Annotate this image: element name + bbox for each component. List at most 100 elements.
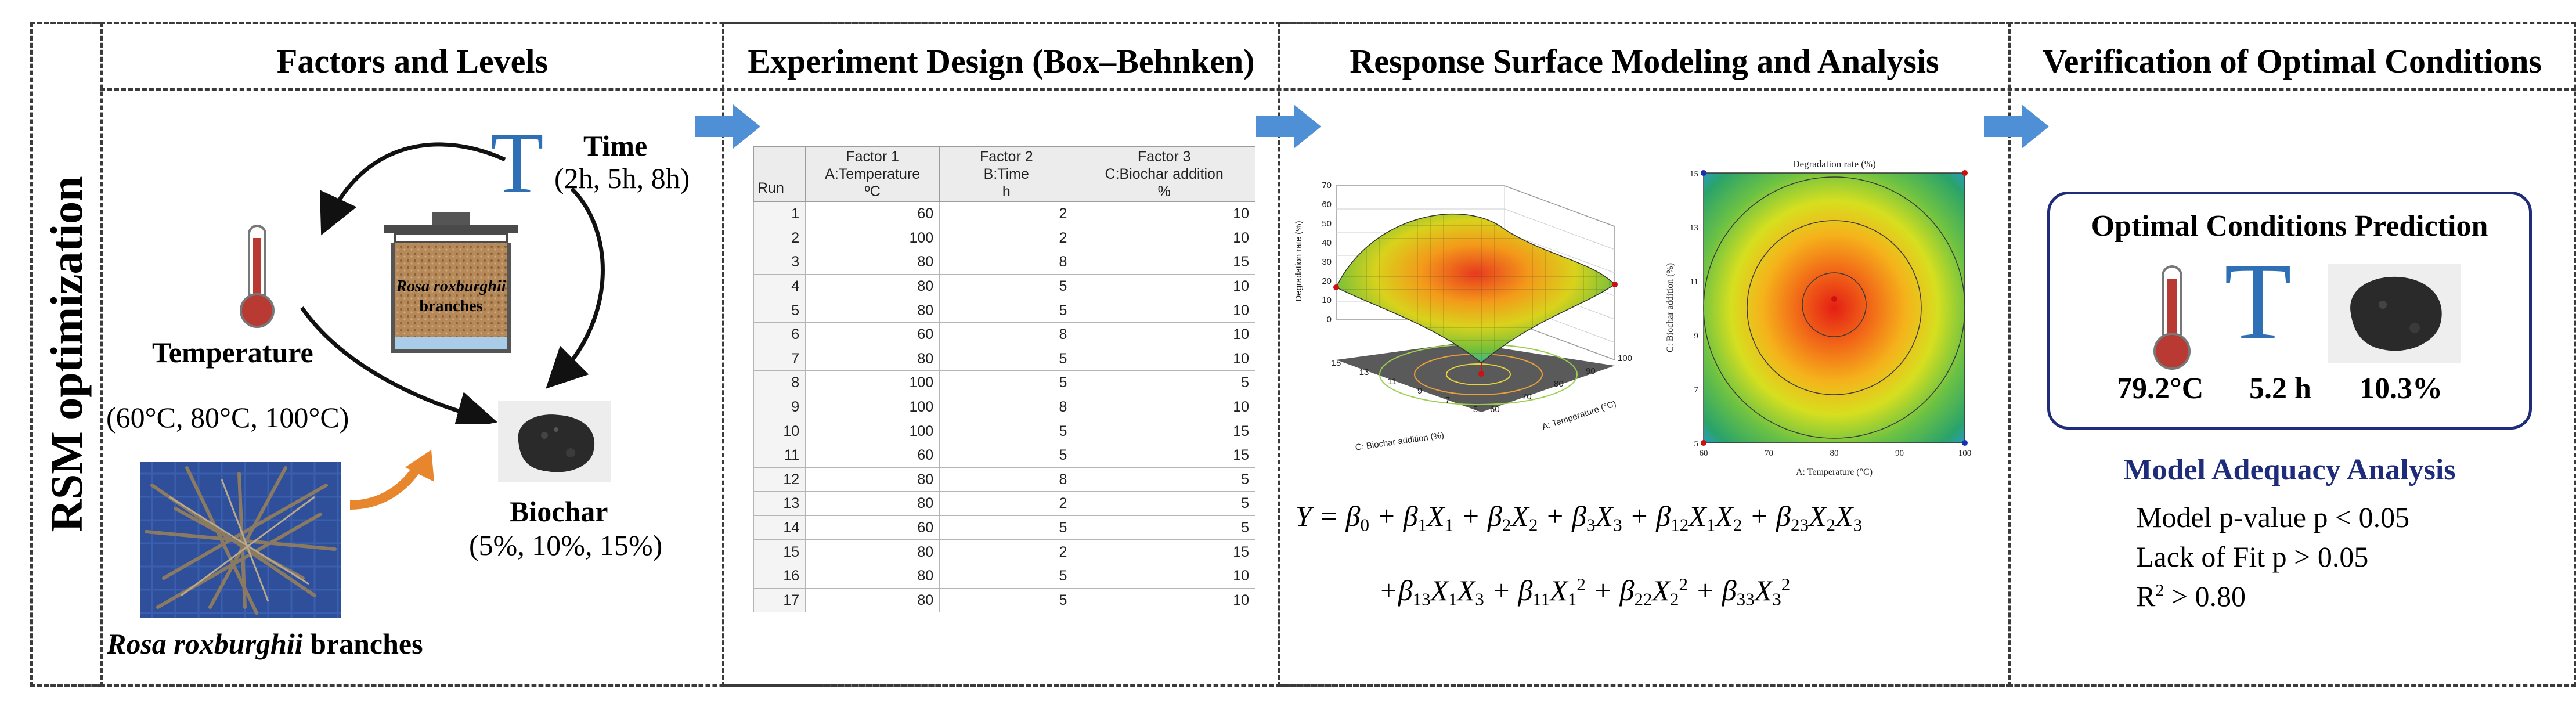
table-cell: 80: [805, 467, 940, 492]
flow-arrow-icon: [695, 104, 760, 149]
branches-caption-italic: Rosa roxburghii: [107, 627, 303, 660]
optimal-box-title: Optimal Conditions Prediction: [2091, 210, 2488, 243]
vessel-label-2: branches: [419, 297, 483, 315]
contour-title: Degradation rate (%): [1792, 158, 1875, 169]
header-factor3: Factor 3 C:Biochar addition %: [1073, 146, 1255, 202]
table-cell: 10: [1073, 201, 1255, 226]
surface-x-tick: 11: [1387, 377, 1397, 387]
run-cell: 11: [753, 442, 806, 468]
flow-arrow-icon: [1256, 104, 1321, 149]
table-cell: 100: [805, 370, 940, 395]
biochar-value: 10.3%: [2359, 372, 2442, 405]
vessel-label-1: Rosa roxburghii: [396, 277, 506, 295]
time-value: 5.2 h: [2249, 372, 2311, 405]
run-cell: 3: [753, 250, 806, 275]
surface-z-tick: 10: [1322, 295, 1332, 305]
biochar-levels: (5%, 10%, 15%): [469, 529, 663, 561]
time-levels: (2h, 5h, 8h): [554, 162, 690, 194]
design-table-wrapper: Run Factor 1 A:Temperature ºC Factor 2 B…: [753, 146, 1255, 613]
verify-title: Verification of Optimal Conditions: [2043, 42, 2542, 80]
surface-z-tick: 60: [1322, 200, 1332, 210]
table-cell: 8: [939, 250, 1074, 275]
surface-x-tick: 5: [1473, 405, 1478, 414]
header-f1-line1: Factor 1: [846, 149, 899, 165]
design-title: Experiment Design (Box–Behnken): [748, 42, 1255, 80]
branches-caption: Rosa roxburghii branches: [107, 627, 423, 661]
table-cell: 80: [805, 250, 940, 275]
run-cell: 15: [753, 539, 806, 564]
header-f2-line2: B:Time: [983, 166, 1029, 182]
rsm-title: Response Surface Modeling and Analysis: [1350, 42, 1939, 80]
contour-x-tick: 70: [1765, 449, 1773, 458]
table-cell: 15: [1073, 442, 1255, 468]
table-cell: 8: [939, 322, 1074, 347]
table-cell: 8: [939, 467, 1074, 492]
run-cell: 14: [753, 515, 806, 540]
contour-x-label: A: Temperature (°C): [1796, 467, 1873, 477]
table-cell: 100: [805, 225, 940, 251]
table-cell: 2: [939, 539, 1074, 564]
temp-value: 79.2°C: [2117, 372, 2204, 405]
run-cell: 9: [753, 394, 806, 420]
table-cell: 5: [939, 563, 1074, 589]
run-cell: 17: [753, 587, 806, 613]
table-cell: 10: [1073, 563, 1255, 589]
header-run-label: Run: [757, 180, 784, 196]
contour-y-tick: 13: [1690, 223, 1698, 233]
orange-arrow-icon: [349, 450, 434, 510]
table-cell: 10: [1073, 587, 1255, 613]
table-cell: 5: [1073, 491, 1255, 516]
adequacy-title: Model Adequacy Analysis: [2123, 453, 2456, 486]
contour-y-tick: 5: [1694, 439, 1699, 449]
surface-z-label: Degradation rate (%): [1294, 221, 1304, 301]
surface-y-tick: 100: [1618, 354, 1632, 363]
table-cell: 2: [939, 201, 1074, 226]
branches-photo: [140, 462, 341, 618]
contour-x-tick: 100: [1958, 449, 1972, 458]
header-f3-line2: C:Biochar addition: [1105, 166, 1224, 182]
table-cell: 8: [939, 394, 1074, 420]
temperature-levels: (60°C, 80°C, 100°C): [106, 401, 349, 434]
section-verify: [2008, 22, 2576, 687]
header-run: Run: [753, 146, 806, 202]
header-f2-line1: Factor 2: [979, 149, 1033, 165]
surface-x-label: C: Biochar addition (%): [1355, 430, 1445, 452]
contour-y-tick: 7: [1694, 385, 1699, 395]
table-cell: 15: [1073, 539, 1255, 564]
factors-title: Factors and Levels: [276, 42, 549, 80]
surface-z-tick: 30: [1322, 257, 1332, 267]
contour-x-tick: 60: [1700, 449, 1708, 458]
table-cell: 80: [805, 273, 940, 299]
table-cell: 10: [1073, 346, 1255, 371]
branches-caption-rest: branches: [302, 627, 423, 660]
title-divider: [100, 88, 2576, 91]
table-cell: 100: [805, 419, 940, 443]
run-cell: 4: [753, 273, 806, 299]
table-cell: 80: [805, 346, 940, 371]
table-cell: 80: [805, 539, 940, 564]
surface-x-tick: 9: [1417, 386, 1422, 396]
header-f3-line1: Factor 3: [1137, 149, 1191, 165]
table-cell: 5: [1073, 370, 1255, 395]
table-cell: 10: [1073, 225, 1255, 251]
surface-x-tick: 7: [1445, 395, 1450, 405]
run-cell: 2: [753, 225, 806, 251]
table-cell: 15: [1073, 250, 1255, 275]
table-cell: 5: [939, 370, 1074, 395]
adequacy-line-3: R2 > 0.80: [2136, 579, 2246, 613]
header-f2-line3: h: [1002, 183, 1011, 200]
r-squared-symbol: R: [2136, 580, 2156, 612]
surface-y-tick: 90: [1586, 366, 1596, 376]
contour-x-tick: 80: [1830, 449, 1839, 458]
